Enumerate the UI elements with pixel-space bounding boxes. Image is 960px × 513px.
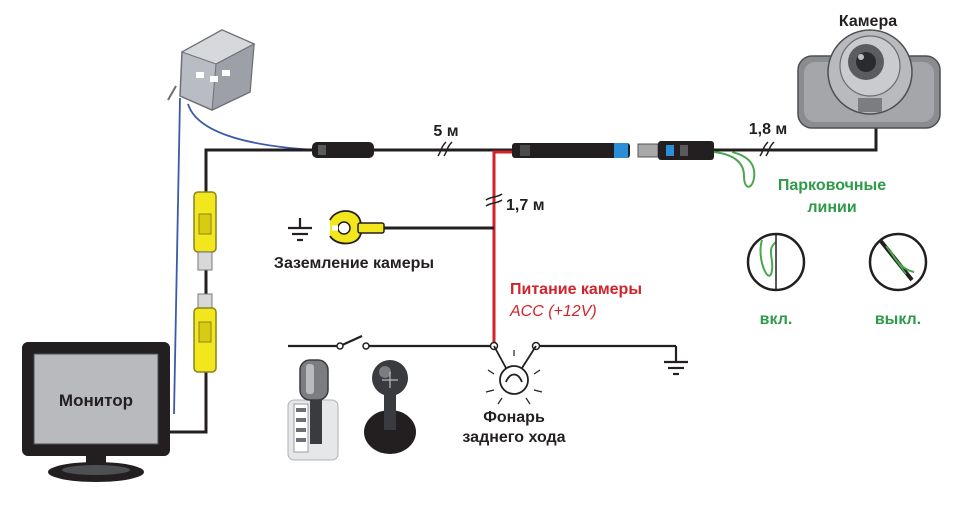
monitor-icon: [22, 342, 170, 482]
switch-contact-right: [362, 342, 370, 350]
camera-power-label: Питание камеры: [510, 281, 642, 298]
break-mark-17m: [485, 193, 503, 207]
acc-label: ACC (+12V): [509, 303, 597, 320]
relay-icon: [167, 29, 256, 111]
cable-connector-middle: [512, 143, 630, 158]
distance-18m-label: 1,8 м: [749, 121, 788, 138]
power-wire: [492, 150, 512, 346]
video-cable: [204, 148, 318, 192]
parking-lines-on-icon: [746, 232, 806, 292]
reverse-circuit: [288, 334, 688, 376]
break-mark-5m: [437, 141, 453, 157]
switch-contact-left: [336, 342, 344, 350]
parking-lines-on-label: вкл.: [760, 311, 793, 328]
gear-shifter-auto-icon: [287, 359, 339, 461]
cable-18m: [714, 128, 878, 152]
ground-lug-icon: [329, 210, 385, 245]
distance-5m-label: 5 м: [433, 123, 458, 140]
reverse-lamp-icon: [485, 345, 543, 405]
relay-blue-wire: [187, 103, 319, 151]
camera-label: Камера: [839, 13, 897, 30]
rca-connector-upper: [193, 191, 217, 271]
distance-17m-label: 1,7 м: [506, 197, 545, 214]
ground-camera-label: Заземление камеры: [274, 255, 434, 272]
ground-symbol-camera: [288, 218, 312, 242]
cable-connector-left: [312, 142, 374, 158]
parking-lines-off-icon: [868, 232, 928, 292]
parking-lines-label-line1: Парковочные: [778, 177, 886, 194]
reverse-lamp-label-line2: заднего хода: [462, 429, 565, 446]
parking-lines-loop: [713, 151, 756, 188]
gear-shifter-manual-icon: [364, 360, 416, 454]
monitor-blue-wire: [173, 97, 181, 415]
parking-lines-label-line2: линии: [807, 199, 856, 216]
camera-icon: [797, 29, 941, 129]
break-mark-18m: [759, 141, 775, 157]
reverse-lamp-label-line1: Фонарь: [483, 409, 545, 426]
parking-lines-off-label: выкл.: [875, 311, 921, 328]
rca-connector-lower: [193, 293, 217, 373]
cable-connector-camera: [637, 141, 714, 160]
monitor-label: Монитор: [59, 391, 133, 410]
video-cable-lower: [166, 372, 208, 434]
